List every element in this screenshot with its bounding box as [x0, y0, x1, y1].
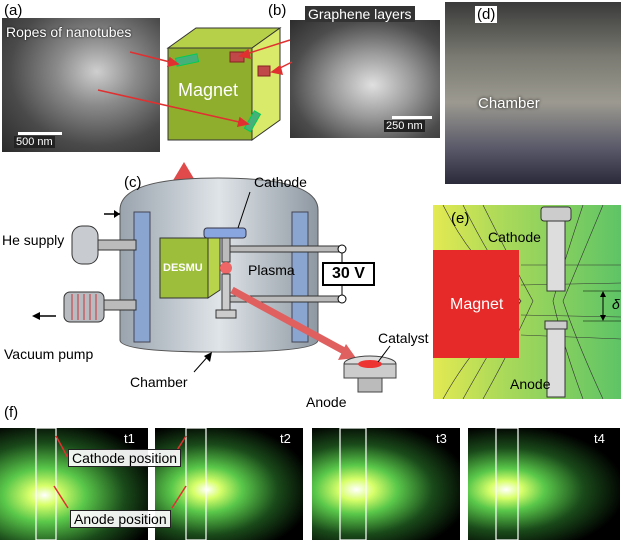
chamber-label: Chamber — [130, 374, 188, 390]
panel-b-title: Graphene layers — [305, 6, 415, 22]
panel-d-letter-overlay: (d) — [475, 6, 498, 23]
anode-position-label: Anode position — [70, 510, 171, 528]
panel-a-scale-bar — [18, 132, 62, 135]
panel-a-title: Ropes of nanotubes — [6, 24, 132, 40]
panel-e-anode-label: Anode — [510, 376, 551, 392]
frame-t3 — [312, 428, 460, 540]
panel-e-cathode-label: Cathode — [488, 229, 541, 245]
frame-t3-label: t3 — [436, 431, 447, 446]
panel-a-scale-label: 500 nm — [14, 136, 55, 148]
panel-c-letter: (c) — [124, 174, 142, 191]
panel-f-letter: (f) — [4, 404, 19, 421]
he-supply-label: He supply — [2, 232, 65, 248]
panel-b-scale-bar — [392, 116, 432, 119]
panel-e-letter: (e) — [451, 210, 470, 227]
panel-a-sem-image — [2, 18, 160, 152]
panel-d-chamber-label: Chamber — [478, 95, 540, 112]
vacuum-pump-label: Vacuum pump — [4, 346, 94, 362]
panel-d-photo — [445, 2, 621, 184]
anode-label: Anode — [306, 394, 347, 410]
panel-e-field-plot — [433, 205, 621, 399]
frame-t4-label: t4 — [594, 431, 605, 446]
frame-t4 — [468, 428, 620, 540]
panel-b-scale-label: 250 nm — [384, 120, 425, 132]
cathode-label: Cathode — [254, 174, 307, 190]
panel-a-letter: (a) — [4, 2, 23, 19]
plasma-label: Plasma — [248, 262, 295, 278]
desmu-label: DESMU — [163, 262, 203, 274]
panel-e-gap-label: δ — [612, 296, 620, 312]
panel-c-schematic — [32, 27, 397, 393]
voltage-label: 30 V — [322, 262, 375, 286]
catalyst-label: Catalyst — [378, 330, 429, 346]
panel-e-magnet-label: Magnet — [450, 296, 504, 313]
cathode-position-label: Cathode position — [68, 449, 182, 467]
frame-t1-label: t1 — [124, 431, 135, 446]
frame-t2-label: t2 — [280, 431, 291, 446]
magnet-label: Magnet — [178, 80, 239, 100]
panel-b-letter: (b) — [268, 2, 287, 19]
